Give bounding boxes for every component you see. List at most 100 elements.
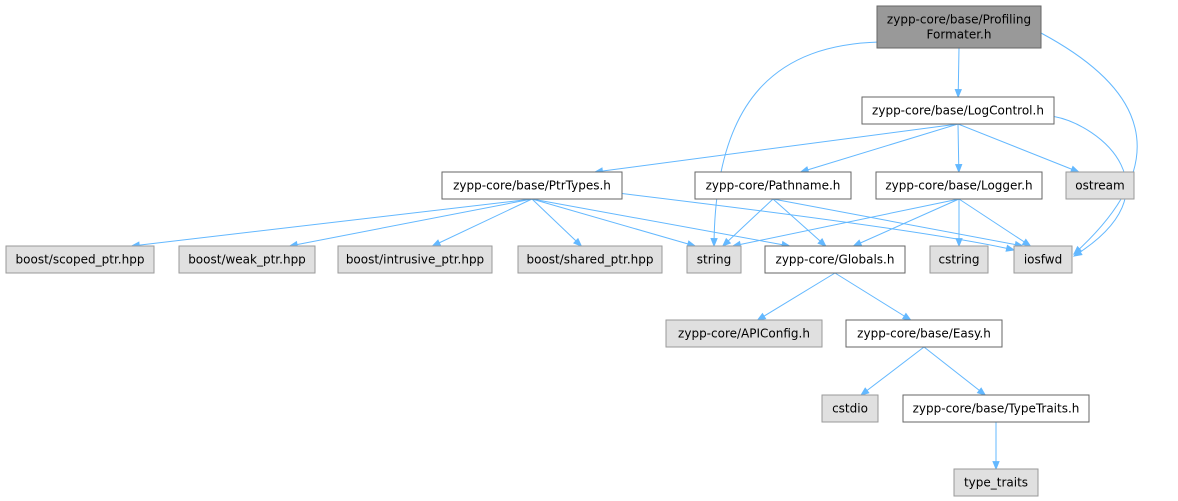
- edge-arrowhead: [721, 237, 732, 247]
- edge-line: [621, 193, 1015, 251]
- edge-n15-n16: [860, 346, 925, 396]
- node-box: [441, 171, 623, 200]
- edge-line: [432, 198, 533, 247]
- node-box: [821, 394, 879, 423]
- edge-n1-n2: [593, 123, 959, 175]
- edge-n11-n15: [834, 272, 912, 321]
- node-box: [845, 319, 1003, 348]
- edge-line: [594, 123, 959, 173]
- node-n1[interactable]: zypp-core/base/LogControl.h: [861, 96, 1055, 125]
- node-n15[interactable]: zypp-core/base/Easy.h: [845, 319, 1003, 348]
- node-n9: boost/shared_ptr.hpp: [517, 245, 663, 274]
- edge-n2-n8: [431, 198, 533, 247]
- edge-arrowhead: [1005, 244, 1016, 252]
- node-box: [5, 245, 155, 274]
- edge-arrowhead: [976, 387, 987, 396]
- edge-line: [853, 198, 960, 247]
- node-box: [902, 394, 1090, 423]
- edge-arrowhead: [1069, 165, 1080, 173]
- node-label: zypp-core/base/TypeTraits.h: [913, 402, 1080, 416]
- edge-arrowhead: [955, 238, 963, 248]
- node-label: zypp-core/base/PtrTypes.h: [453, 179, 611, 193]
- node-n17[interactable]: zypp-core/base/TypeTraits.h: [902, 394, 1090, 423]
- node-box: [686, 245, 742, 274]
- node-n6: boost/scoped_ptr.hpp: [5, 245, 155, 274]
- edge-arrowhead: [756, 312, 767, 321]
- edge-n4-n13: [958, 198, 1032, 247]
- edge-arrowhead: [1072, 248, 1083, 257]
- edge-line: [834, 272, 911, 321]
- node-n12: cstring: [929, 245, 989, 274]
- edge-line: [1040, 32, 1138, 255]
- edge-n2-n11: [531, 198, 791, 249]
- edge-arrowhead: [901, 312, 912, 321]
- edge-line: [131, 198, 533, 247]
- node-n4[interactable]: zypp-core/base/Logger.h: [875, 171, 1043, 200]
- node-box: [665, 319, 823, 348]
- node-box: [1065, 171, 1135, 200]
- edge-n1-n3: [799, 123, 959, 174]
- edge-n2-n6: [130, 198, 533, 249]
- node-label: type_traits: [964, 476, 1028, 490]
- edge-n2-n13: [621, 193, 1016, 252]
- edge-line: [757, 272, 836, 321]
- edge-line: [1053, 116, 1127, 257]
- node-label: zypp-core/Pathname.h: [706, 179, 841, 193]
- edge-n4-n10: [731, 198, 960, 249]
- edge-line: [722, 198, 774, 247]
- edge-arrowhead: [860, 387, 870, 396]
- edge-line: [860, 346, 925, 396]
- edge-arrowhead: [431, 239, 442, 247]
- edge-line: [958, 198, 1031, 247]
- node-box: [517, 245, 663, 274]
- edge-n3-n10: [721, 198, 774, 247]
- node-n18: type_traits: [953, 468, 1039, 497]
- edge-n3-n13: [772, 198, 1025, 249]
- node-label: zypp-core/base/Logger.h: [885, 179, 1032, 193]
- node-layer: zypp-core/base/ProfilingFormater.hzypp-c…: [5, 5, 1135, 497]
- edge-arrowhead: [1021, 238, 1032, 247]
- node-label: iosfwd: [1024, 253, 1062, 267]
- edge-arrowhead: [954, 89, 962, 99]
- edge-n0-n13: [1040, 32, 1138, 255]
- node-box: [953, 468, 1039, 497]
- edge-line: [957, 123, 1079, 173]
- edge-line: [531, 198, 582, 247]
- node-label: Formater.h: [927, 28, 992, 42]
- node-box: [861, 96, 1055, 125]
- edge-line: [289, 198, 533, 247]
- edge-line: [957, 47, 960, 98]
- edge-line: [957, 123, 960, 173]
- edge-line: [772, 198, 827, 247]
- edge-n11-n14: [756, 272, 836, 321]
- node-label: boost/shared_ptr.hpp: [527, 253, 654, 267]
- node-box: [1013, 245, 1073, 274]
- edge-n1-n13: [1053, 116, 1127, 257]
- node-label: cstdio: [832, 402, 868, 416]
- edge-line: [531, 198, 790, 247]
- edge-line: [923, 346, 986, 396]
- node-n3[interactable]: zypp-core/Pathname.h: [694, 171, 852, 200]
- edge-arrowhead: [710, 238, 718, 248]
- edge-n1-n5: [957, 123, 1080, 173]
- edge-arrowhead: [817, 237, 827, 247]
- node-n16: cstdio: [821, 394, 879, 423]
- node-box: [764, 245, 906, 274]
- node-label: ostream: [1075, 179, 1124, 193]
- node-n5: ostream: [1065, 171, 1135, 200]
- edge-line: [800, 123, 959, 173]
- node-box: [694, 171, 852, 200]
- node-n13: iosfwd: [1013, 245, 1073, 274]
- node-n14: zypp-core/APIConfig.h: [665, 319, 823, 348]
- node-label: zypp-core/base/LogControl.h: [872, 104, 1044, 118]
- edge-arrowhead: [955, 164, 963, 174]
- edge-arrowhead: [992, 461, 1000, 471]
- node-n2[interactable]: zypp-core/base/PtrTypes.h: [441, 171, 623, 200]
- node-box: [876, 5, 1042, 49]
- node-label: zypp-core/base/Profiling: [887, 13, 1031, 27]
- edge-n0-n1: [954, 47, 962, 99]
- node-n11[interactable]: zypp-core/Globals.h: [764, 245, 906, 274]
- edge-arrowhead: [573, 237, 583, 247]
